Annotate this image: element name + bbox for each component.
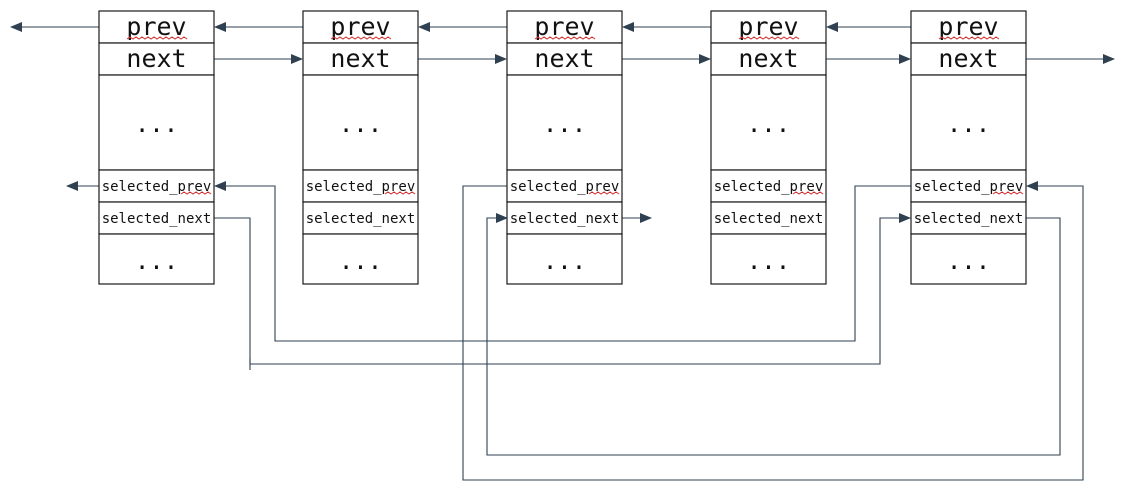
next-label: next — [938, 44, 998, 73]
selected-prev-label: selected_prev — [914, 179, 1024, 195]
ellipsis-top-label: ... — [135, 110, 178, 138]
prev-cell — [910, 10, 1027, 44]
selected-next-cell — [710, 201, 827, 235]
ellipsis-bottom-cell — [506, 233, 623, 285]
spellcheck-underline — [534, 36, 596, 40]
next-label: next — [126, 44, 186, 73]
next-cell — [710, 42, 827, 76]
ellipsis-bottom-cell — [910, 233, 1027, 285]
next-cell — [98, 42, 215, 76]
selected-prev-label: selected_prev — [102, 179, 212, 195]
spellcheck-underline — [588, 191, 620, 195]
selected-next-cell — [98, 201, 215, 235]
next-label: next — [330, 44, 390, 73]
ellipsis-bottom-cell — [302, 233, 419, 285]
next-label: next — [738, 44, 798, 73]
selected-next-label: selected_next — [914, 211, 1024, 227]
ellipsis-top-label: ... — [747, 110, 790, 138]
ellipsis-top-cell — [302, 74, 419, 171]
ellipsis-top-cell — [710, 74, 827, 171]
selected-prev-arrow-5-to-3 — [214, 181, 911, 342]
ellipsis-top-label: ... — [947, 110, 990, 138]
spellcheck-underline — [180, 191, 212, 195]
selected-links — [66, 181, 1084, 481]
ellipsis-bottom-label: ... — [747, 247, 790, 275]
ellipsis-bottom-label: ... — [543, 247, 586, 275]
selected-next-arrow-5-to-3 — [486, 213, 1061, 456]
selected-next-label: selected_next — [306, 211, 416, 227]
ellipsis-top-cell — [98, 74, 215, 171]
prev-cell — [710, 10, 827, 44]
prev-cell — [506, 10, 623, 44]
list-node-2: prev next... selected_prev selected_next... — [302, 10, 419, 285]
spellcheck-underline — [738, 36, 800, 40]
next-label: next — [534, 44, 594, 73]
next-cell — [506, 42, 623, 76]
spellcheck-underline — [992, 191, 1024, 195]
selected-prev-arrow-3-to-5 — [462, 181, 1084, 481]
selected-next-cell — [302, 201, 419, 235]
list-node-3: prev next... selected_prev selected_next... — [506, 10, 623, 285]
selected-next-cell — [506, 201, 623, 235]
prev-cell — [98, 10, 215, 44]
ellipsis-top-label: ... — [339, 110, 382, 138]
selected-prev-cell — [910, 169, 1027, 203]
ellipsis-bottom-label: ... — [339, 247, 382, 275]
nodes: prev next... selected_prev selected_next...… — [98, 10, 1027, 285]
spellcheck-underline — [938, 36, 1000, 40]
prev-label: prev — [126, 12, 186, 41]
selected-next-label: selected_next — [102, 211, 212, 227]
spellcheck-underline — [330, 36, 392, 40]
selected-prev-cell — [98, 169, 215, 203]
prev-label: prev — [534, 12, 594, 41]
selected-prev-label: selected_prev — [510, 179, 620, 195]
spellcheck-underline — [384, 191, 416, 195]
list-node-5: prev next... selected_prev selected_next... — [910, 10, 1027, 285]
ellipsis-top-cell — [910, 74, 1027, 171]
prev-cell — [302, 10, 419, 44]
selected-next-label: selected_next — [510, 211, 620, 227]
ellipsis-bottom-cell — [98, 233, 215, 285]
selected-next-label: selected_next — [714, 211, 824, 227]
ellipsis-top-cell — [506, 74, 623, 171]
ellipsis-bottom-label: ... — [135, 247, 178, 275]
selected-prev-cell — [710, 169, 827, 203]
selected-prev-label: selected_prev — [714, 179, 824, 195]
ellipsis-bottom-label: ... — [947, 247, 990, 275]
list-node-1: prev next... selected_prev selected_next... — [98, 10, 215, 285]
selected-next-arrow-1-to-5 — [213, 213, 911, 365]
prev-label: prev — [938, 12, 998, 41]
spellcheck-underline — [792, 191, 824, 195]
list-node-4: prev next... selected_prev selected_next... — [710, 10, 827, 285]
prev-label: prev — [330, 12, 390, 41]
ellipsis-top-label: ... — [543, 110, 586, 138]
selected-prev-label: selected_prev — [306, 179, 416, 195]
spellcheck-underline — [126, 36, 188, 40]
ellipsis-bottom-cell — [710, 233, 827, 285]
selected-prev-cell — [506, 169, 623, 203]
prev-label: prev — [738, 12, 798, 41]
